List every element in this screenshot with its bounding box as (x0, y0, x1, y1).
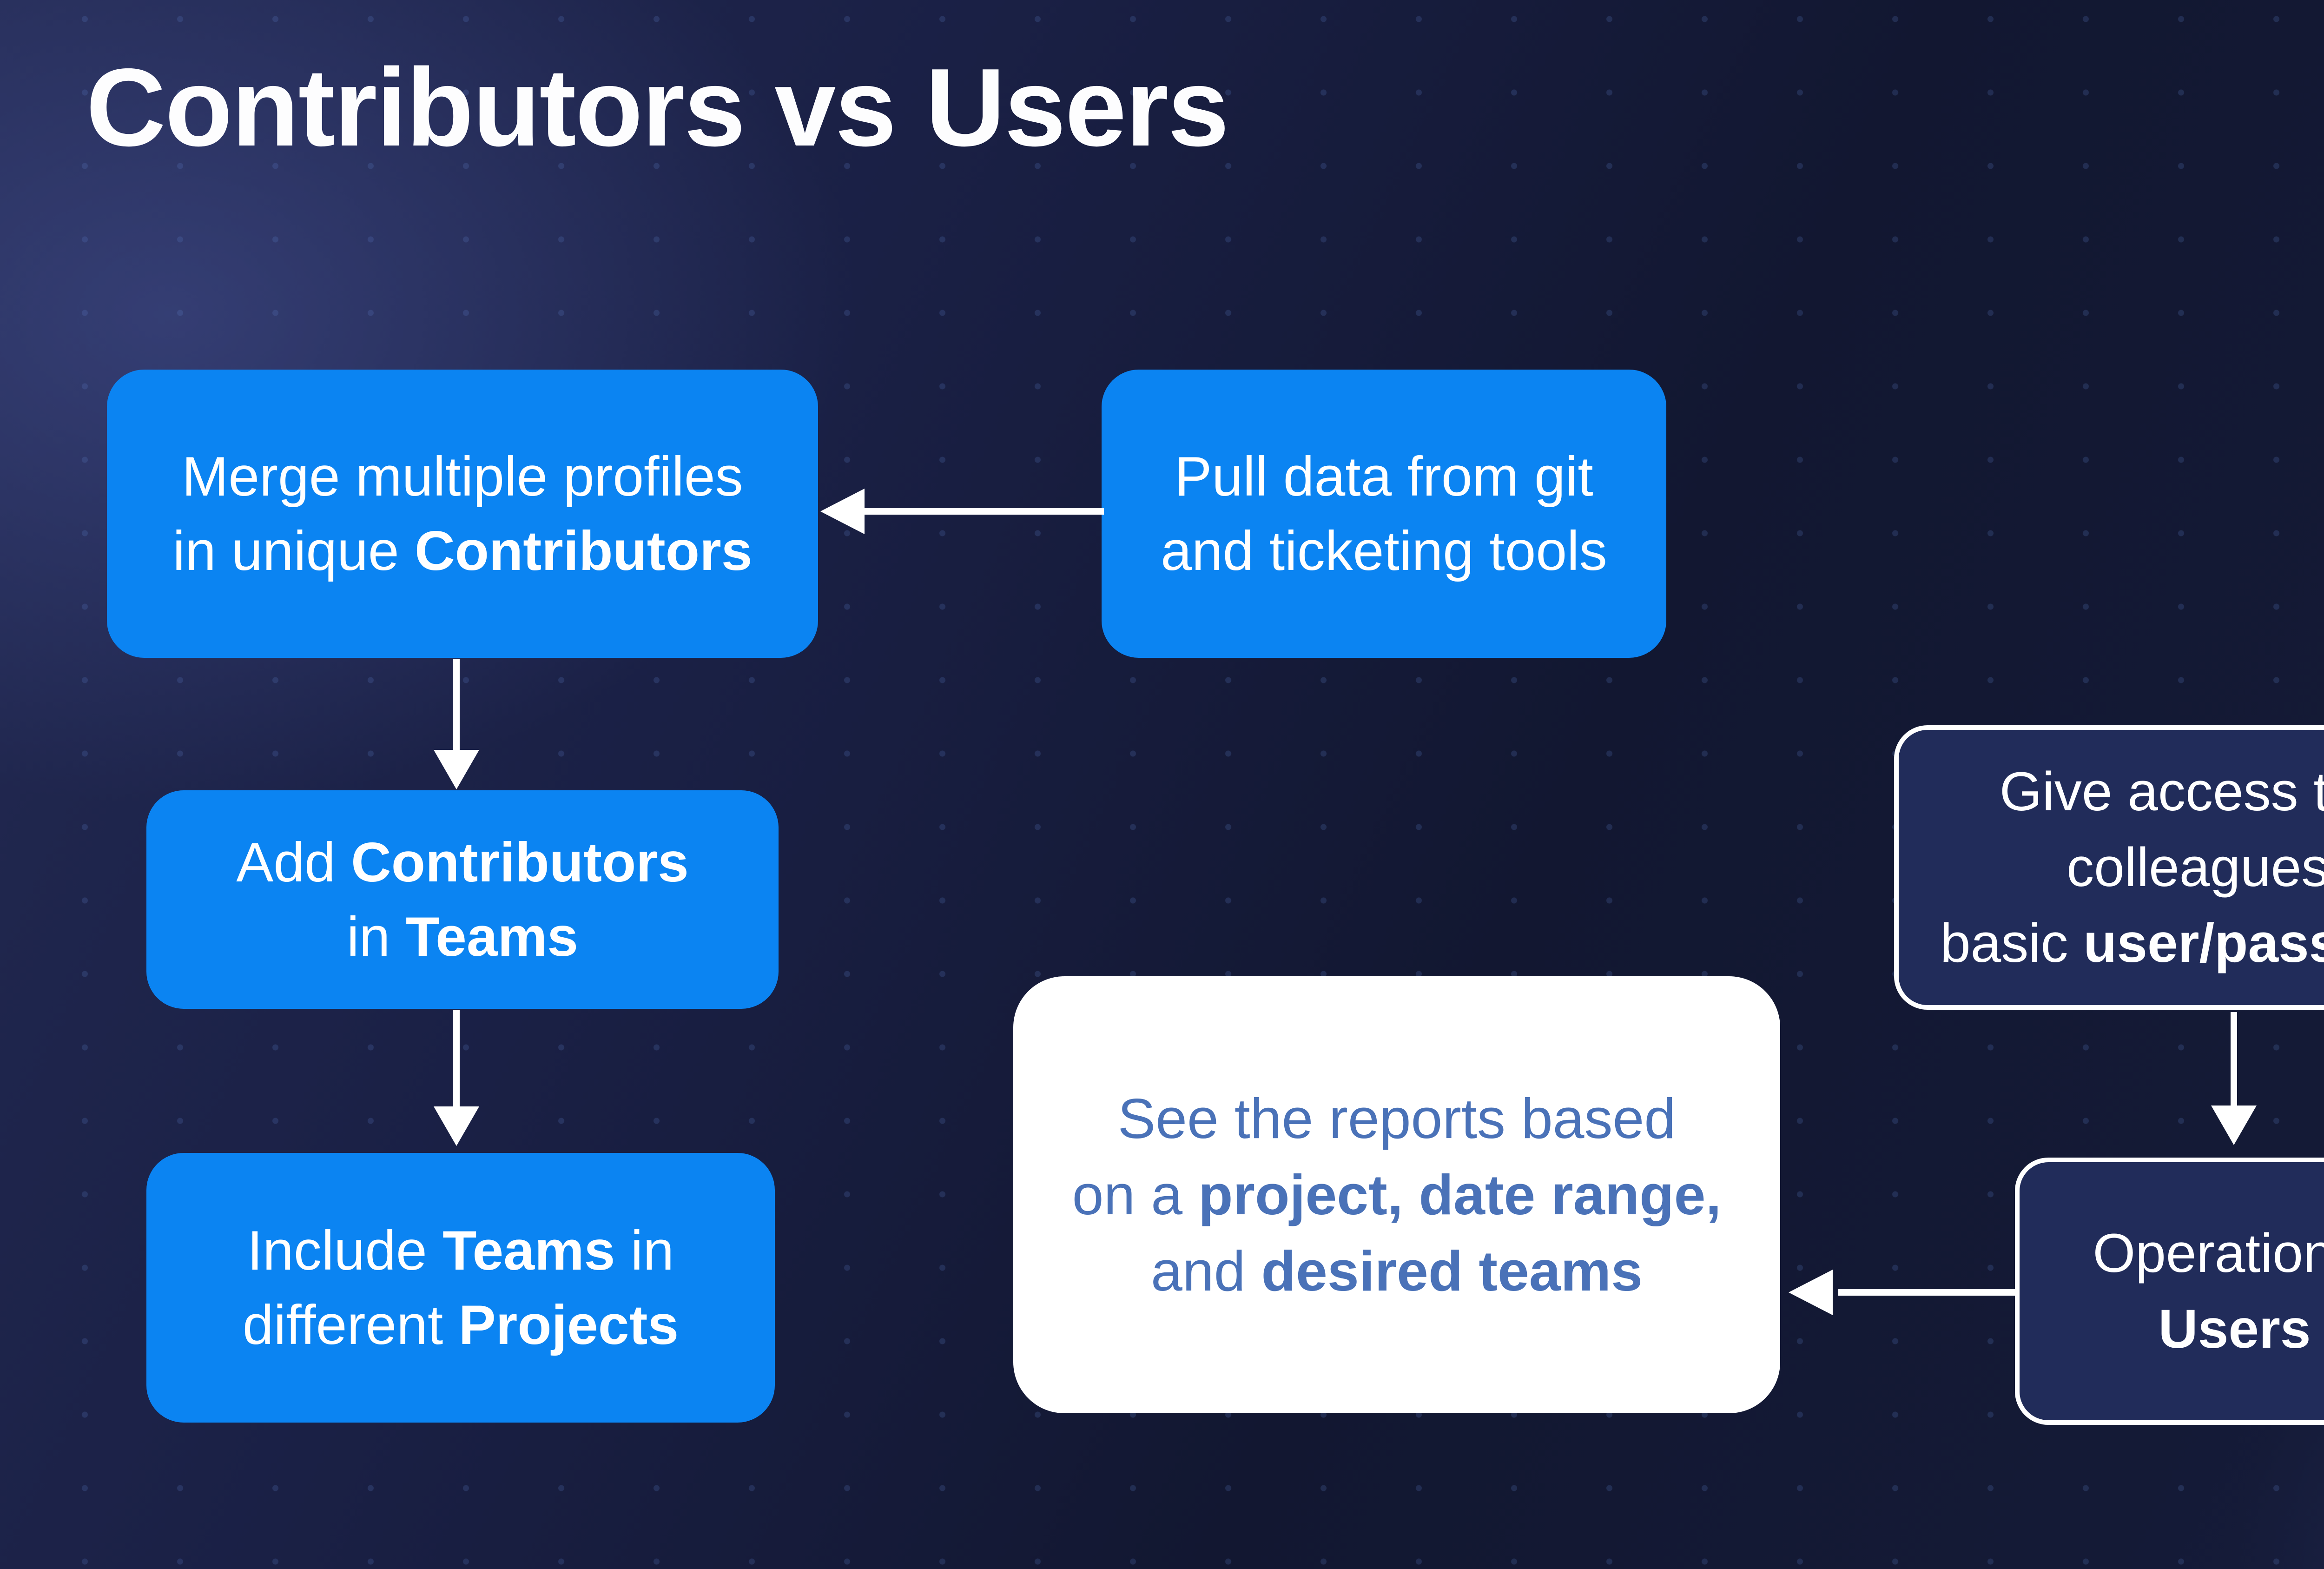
arrow-down-icon (2211, 1106, 2257, 1145)
node-operational-users: OperationalUsers (2015, 1158, 2324, 1425)
arrow-down-icon (434, 750, 479, 789)
node-give-access-label: Give access to yourcolleagues viabasic u… (1940, 761, 2324, 974)
node-give-access: Give access to yourcolleagues viabasic u… (1894, 725, 2324, 1010)
arrow-left-icon (1789, 1270, 1833, 1315)
arrow-down-icon (434, 1106, 479, 1146)
page-title: Contributors vs Users (86, 46, 1229, 169)
node-operational-users-label: OperationalUsers (2093, 1222, 2324, 1360)
arrow-left-icon (820, 489, 865, 534)
